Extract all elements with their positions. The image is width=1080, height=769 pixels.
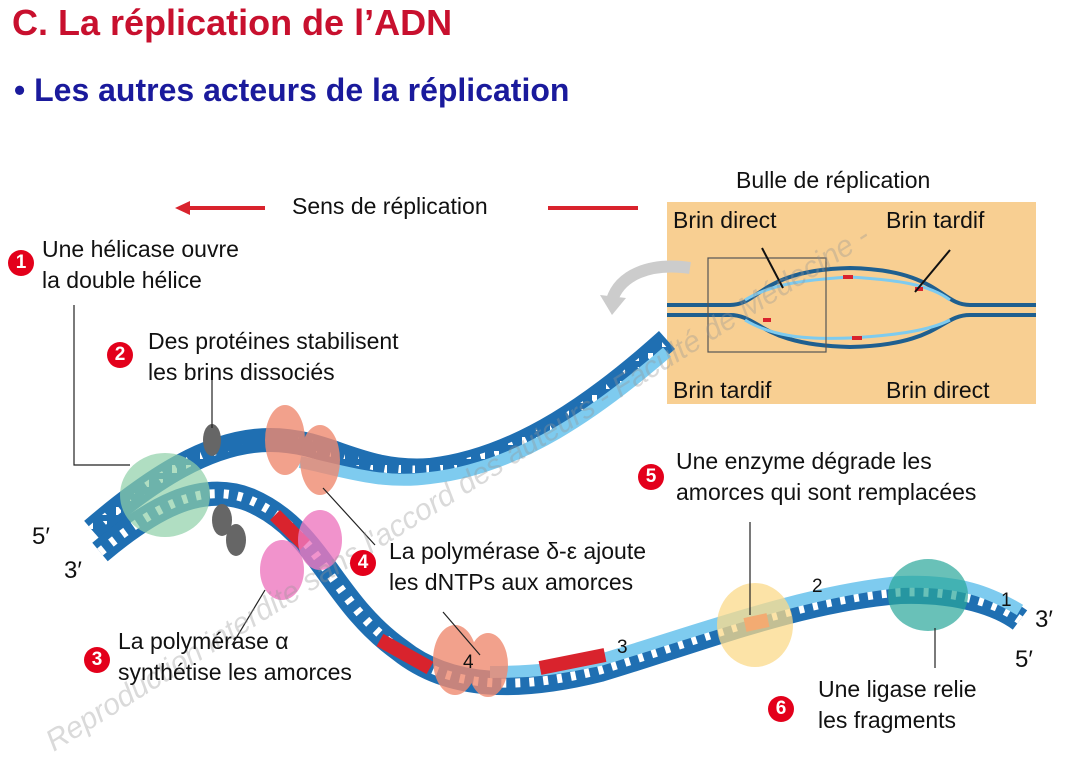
step-4-label: La polymérase δ-ε ajoute les dNTPs aux am… xyxy=(389,536,646,598)
step-2-label: Des protéines stabilisent les brins disso… xyxy=(148,326,399,388)
polymerase-alpha xyxy=(260,510,342,600)
step-4-line1: La polymérase δ-ε ajoute xyxy=(389,538,647,564)
bubble-label-bottom-left: Brin tardif xyxy=(673,377,772,403)
polymerase-delta-epsilon-top xyxy=(265,405,340,495)
strand-end-right-bottom: 5′ xyxy=(1015,646,1033,673)
step-6-line2: les fragments xyxy=(818,707,957,733)
leader-lines xyxy=(73,305,936,668)
step-5-line1: Une enzyme dégrade les xyxy=(676,448,932,474)
bubble-label-top-left: Brin direct xyxy=(673,207,777,233)
replication-bubble-inset xyxy=(600,202,1036,404)
helicase-enzyme xyxy=(120,453,210,537)
step-6-line1: Une ligase relie xyxy=(818,676,977,702)
page-title: C. La réplication de l’ADN xyxy=(12,2,453,43)
fragment-marker-1: 1 xyxy=(1001,590,1012,611)
step-2-line2: les brins dissociés xyxy=(148,359,335,385)
step-badge-6: 6 xyxy=(768,696,794,722)
bubble-label-top-right: Brin tardif xyxy=(886,207,985,233)
step-1-line2: la double hélice xyxy=(42,267,202,293)
step-badge-2: 2 xyxy=(107,342,133,368)
step-badge-5: 5 xyxy=(638,464,664,490)
bubble-title: Bulle de réplication xyxy=(736,167,931,193)
step-badge-4: 4 xyxy=(350,550,376,576)
strand-end-right-top: 3′ xyxy=(1035,606,1053,633)
polymerase-delta-epsilon-bottom xyxy=(433,625,508,697)
step-1-line1: Une hélicase ouvre xyxy=(42,236,239,262)
step-5-label: Une enzyme dégrade les amorces qui sont r… xyxy=(676,446,976,508)
step-2-line1: Des protéines stabilisent xyxy=(148,328,399,354)
ligase-enzyme xyxy=(888,559,968,631)
step-4-line2: les dNTPs aux amorces xyxy=(389,569,634,595)
fragment-marker-2: 2 xyxy=(812,576,823,597)
fragment-marker-3: 3 xyxy=(617,637,628,658)
step-3-label: La polymérase α synthétise les amorces xyxy=(118,626,352,688)
step-3-line1: La polymérase α xyxy=(118,628,289,654)
bubble-label-bottom-right: Brin direct xyxy=(886,377,990,403)
step-badge-1: 1 xyxy=(8,250,34,276)
direction-arrow xyxy=(175,201,638,215)
ssb-proteins xyxy=(203,424,246,556)
page-subtitle: • Les autres acteurs de la réplication xyxy=(14,72,570,108)
step-6-label: Une ligase relie les fragments xyxy=(818,674,977,736)
step-3-line2: synthétise les amorces xyxy=(118,659,352,685)
step-5-line2: amorces qui sont remplacées xyxy=(676,479,977,505)
strand-end-left-bottom: 3′ xyxy=(64,557,82,584)
strand-end-left-top: 5′ xyxy=(32,523,50,550)
fragment-marker-4: 4 xyxy=(463,652,474,673)
primer-removal-enzyme xyxy=(717,583,793,667)
direction-label: Sens de réplication xyxy=(292,193,488,219)
step-badge-3: 3 xyxy=(84,647,110,673)
step-1-label: Une hélicase ouvre la double hélice xyxy=(42,234,239,296)
